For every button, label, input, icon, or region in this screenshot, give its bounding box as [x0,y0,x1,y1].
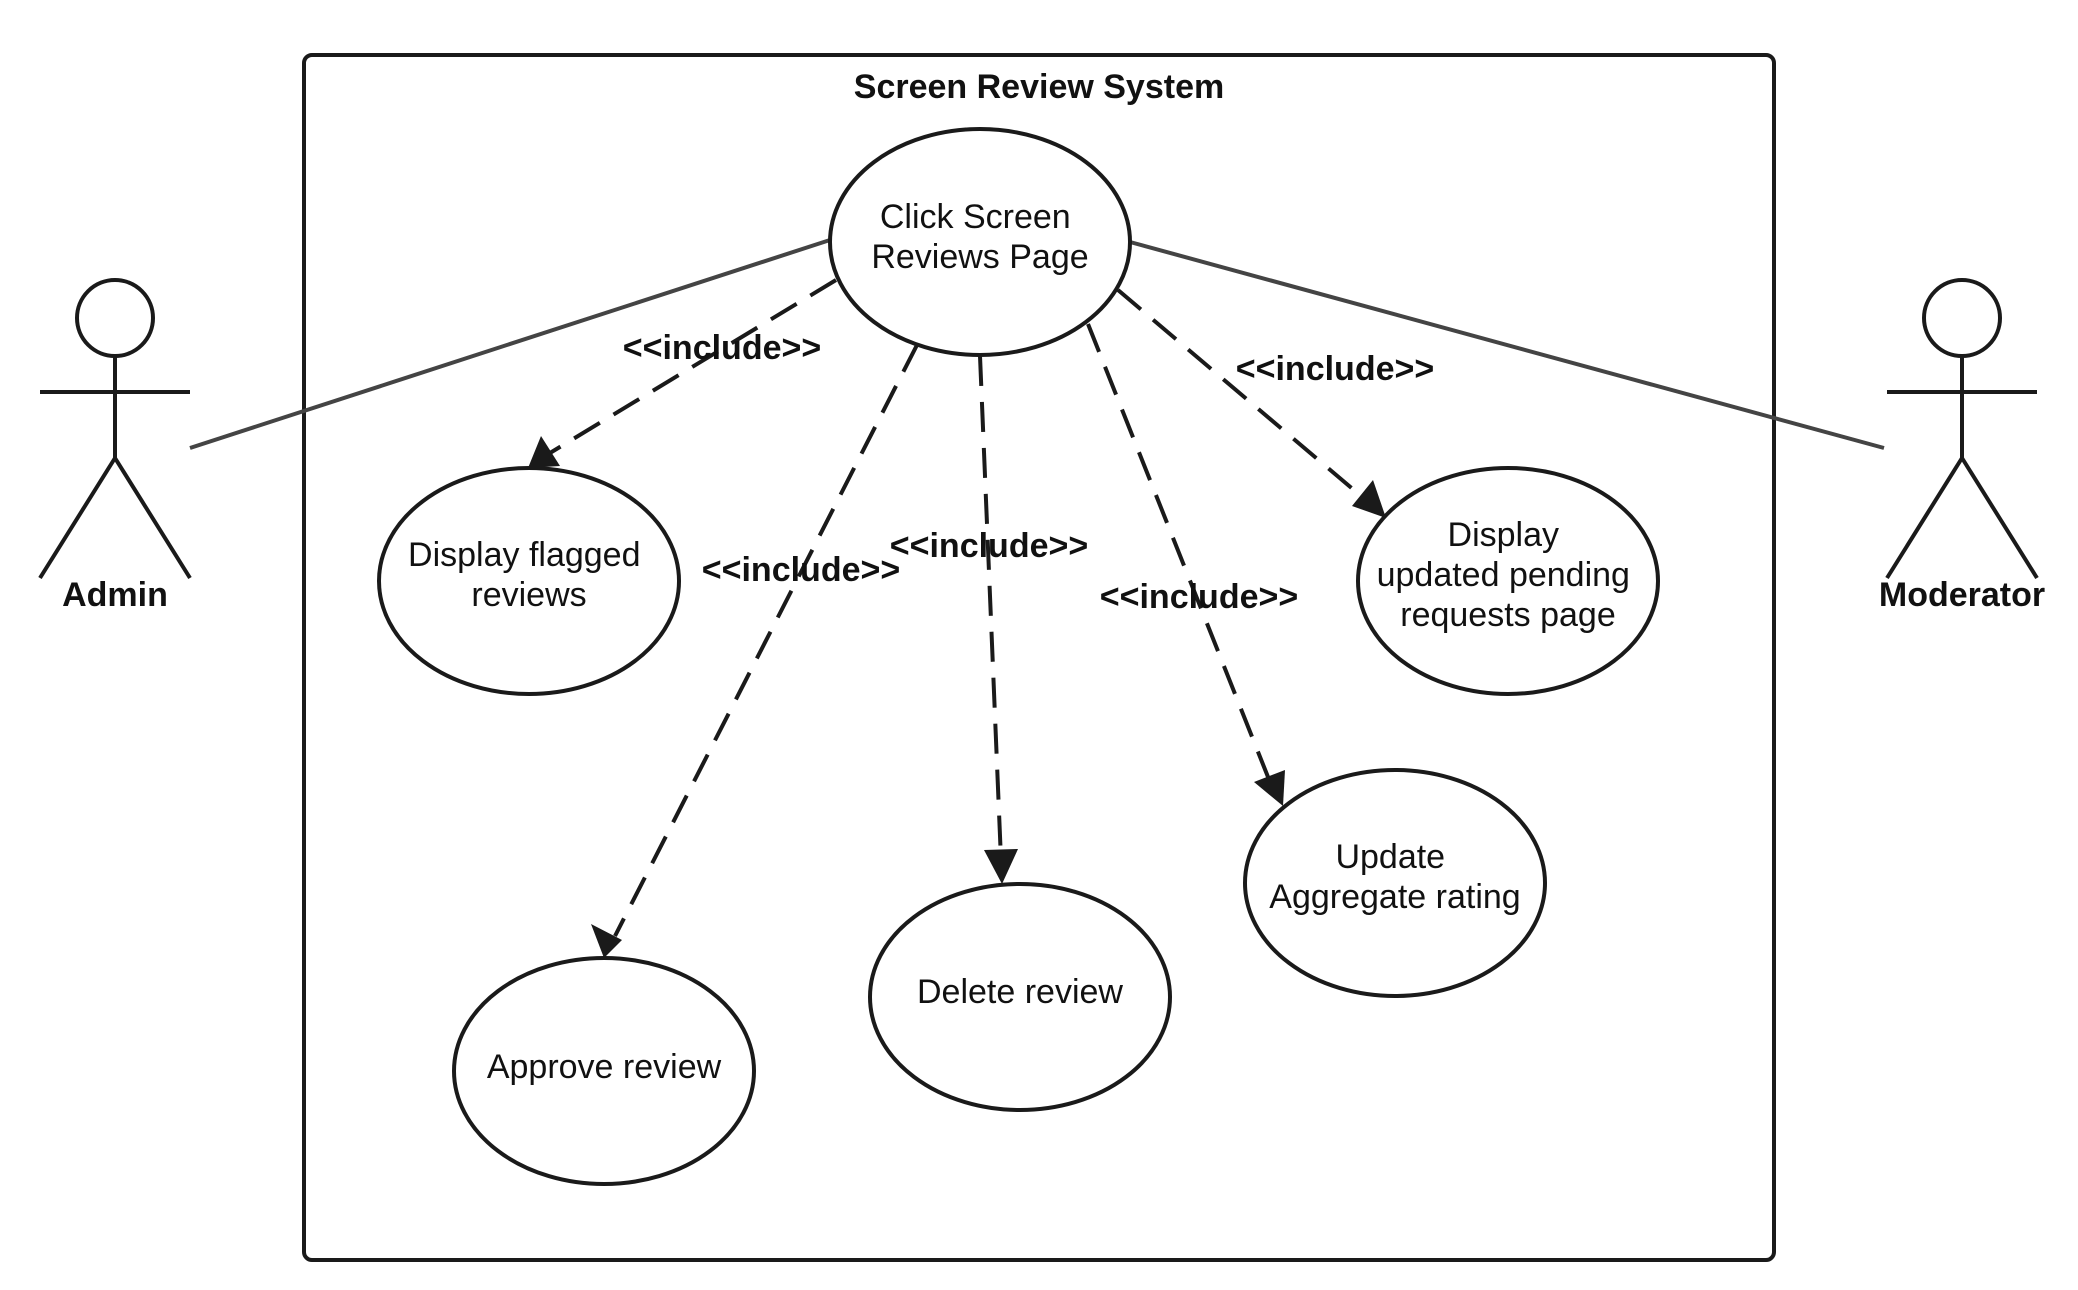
usecase-label-line: Approve review [487,1048,722,1086]
include-label-approve: <<include>> [702,551,900,589]
include-arrow-delete [984,849,1018,884]
include-arrow-update-aggregate [1254,770,1285,806]
usecase-label-line: Aggregate rating [1269,878,1520,916]
usecase-label-line: Update [1335,838,1445,876]
include-arrow-display-pending [1352,480,1386,518]
usecase-ellipse [1243,768,1547,998]
include-line-update-aggregate [1086,323,1272,783]
usecase-label-line: requests page [1400,596,1616,634]
moderator-leg-left [1885,456,1964,580]
svg-text:Delete review: Delete review [917,973,1123,1011]
usecase-ellipse [377,466,681,696]
admin-head [75,278,155,358]
include-label-display-pending: <<include>> [1236,350,1434,388]
usecase-display-flagged[interactable]: Display flagged reviews [377,466,681,696]
usecase-label-line: Click Screen [880,198,1071,236]
usecase-ellipse [868,882,1172,1112]
include-label-display-flagged: <<include>> [623,329,821,367]
admin-label: Admin [62,576,168,614]
svg-text:Display updated pending: Display updated pending requests page [1377,516,1640,634]
svg-text:Display flagged reviews: Display flagged reviews [408,536,650,614]
include-line-delete [978,355,1003,861]
admin-leg-left [38,456,117,580]
usecase-label-line: Display [1448,516,1559,554]
association-moderator [1129,240,1885,450]
usecase-ellipse [452,956,756,1186]
usecase-ellipse [828,127,1132,357]
include-label-update-aggregate: <<include>> [1100,578,1298,616]
usecase-click-screen-reviews[interactable]: Click Screen Reviews Page [828,127,1132,357]
svg-text:Click Screen Reviews Pag: Click Screen Reviews Page [871,198,1088,276]
moderator-label: Moderator [1879,576,2045,614]
usecase-update-aggregate[interactable]: Update Aggregate rating [1243,768,1547,998]
usecase-label-line: Display flagged [408,536,640,574]
svg-text:Approve review: Approve review [487,1048,722,1086]
usecase-delete-review[interactable]: Delete review [868,882,1172,1112]
usecase-label-line: updated pending [1377,556,1630,594]
admin-leg-right [113,456,192,580]
system-boundary [302,53,1776,1262]
moderator-head [1922,278,2002,358]
include-arrow-approve [591,924,622,958]
actor-moderator[interactable]: Moderator [1879,278,2045,614]
include-line-display-flagged [543,278,838,458]
include-line-display-pending [1116,288,1370,504]
system-title: Screen Review System [854,68,1224,106]
usecase-label-line: Reviews Page [871,238,1088,276]
actor-admin[interactable]: Admin [38,278,192,614]
svg-text:Update Aggregate rating: Update Aggregate rating [1269,838,1520,916]
usecase-display-pending[interactable]: Display updated pending requests page [1356,466,1660,696]
include-line-approve [613,344,919,937]
include-arrow-display-flagged [528,436,560,468]
usecase-approve-review[interactable]: Approve review [452,956,756,1186]
association-admin [189,238,831,450]
usecase-ellipse [1356,466,1660,696]
usecase-label-line: Delete review [917,973,1123,1011]
moderator-leg-right [1960,456,2039,580]
include-label-delete: <<include>> [890,527,1088,565]
usecase-label-line: reviews [471,576,586,614]
